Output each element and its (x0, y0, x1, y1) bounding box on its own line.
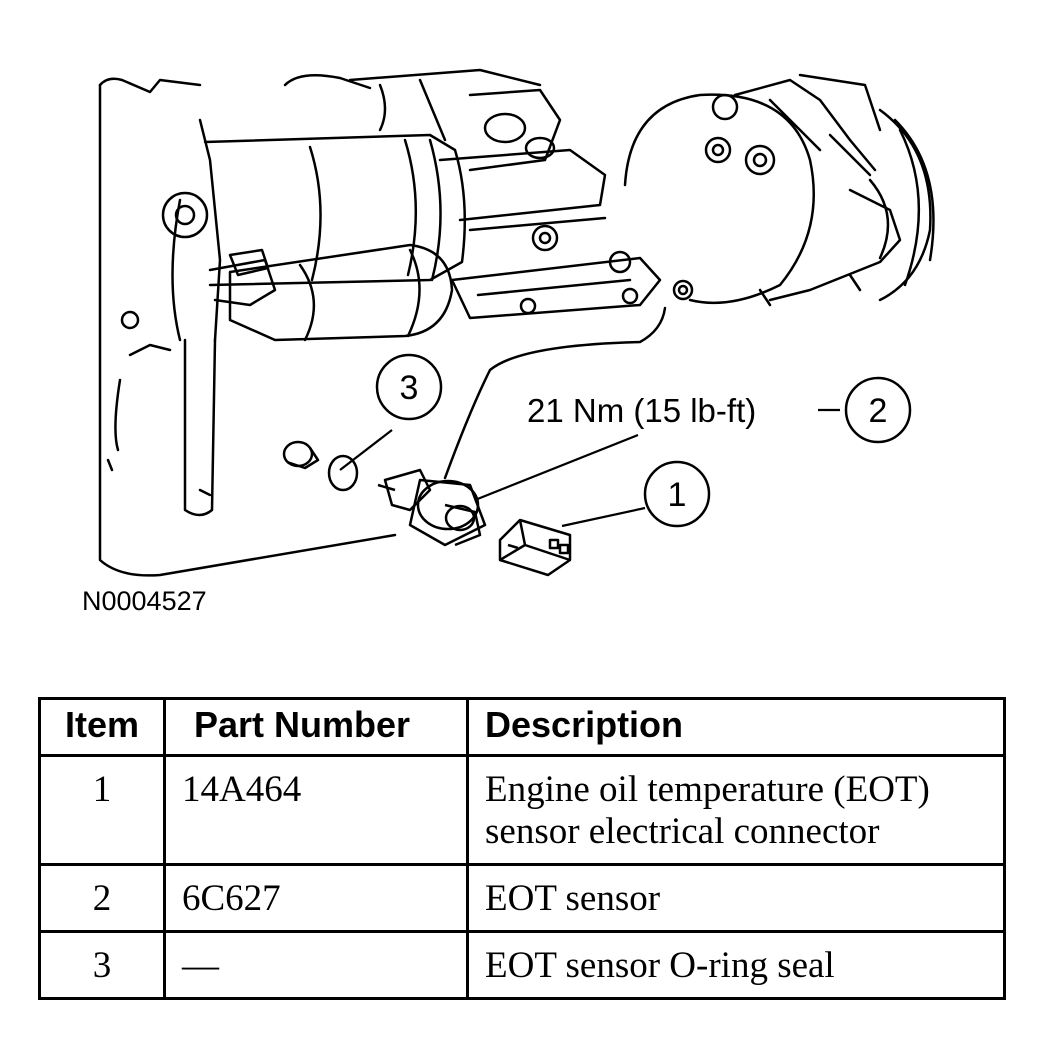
eot-parts (282, 440, 572, 577)
table-header-row: Item Part Number Description (38, 697, 1006, 757)
table-row: 3 — EOT sensor O-ring seal (38, 930, 1006, 1000)
row-item: 2 (38, 863, 166, 933)
row-part-number: 14A464 (163, 754, 469, 866)
row-part-number: 6C627 (163, 863, 469, 933)
row-item: 1 (38, 754, 166, 866)
engine-diagram: 3 2 1 21 Nm (15 lb-ft) (98, 68, 935, 577)
row-description: Engine oil temperature (EOT) sensor elec… (466, 754, 1006, 866)
callout-1: 1 (643, 460, 711, 528)
callout-2: 2 (844, 376, 912, 444)
torque-spec-label: 21 Nm (15 lb-ft) (527, 392, 756, 429)
row-part-number: — (163, 930, 469, 1000)
callout-leaders (339, 408, 840, 528)
engine-illustration (98, 68, 935, 577)
svg-text:3: 3 (400, 369, 419, 407)
svg-text:2: 2 (869, 392, 888, 430)
o-ring-seal (327, 454, 359, 492)
callout-3: 3 (375, 353, 443, 421)
parts-table: Item Part Number Description 1 14A464 En… (38, 697, 1006, 1000)
electrical-connector (498, 518, 572, 577)
row-description: EOT sensor (466, 863, 1006, 933)
header-item: Item (38, 697, 166, 757)
figure-id: N0004527 (82, 586, 207, 616)
header-part-number: Part Number (163, 697, 469, 757)
header-description: Description (466, 697, 1006, 757)
eot-sensor (377, 468, 487, 547)
svg-text:1: 1 (668, 476, 687, 514)
row-description: EOT sensor O-ring seal (466, 930, 1006, 1000)
table-row: 2 6C627 EOT sensor (38, 863, 1006, 933)
row-item: 3 (38, 930, 166, 1000)
table-row: 1 14A464 Engine oil temperature (EOT) se… (38, 754, 1006, 866)
